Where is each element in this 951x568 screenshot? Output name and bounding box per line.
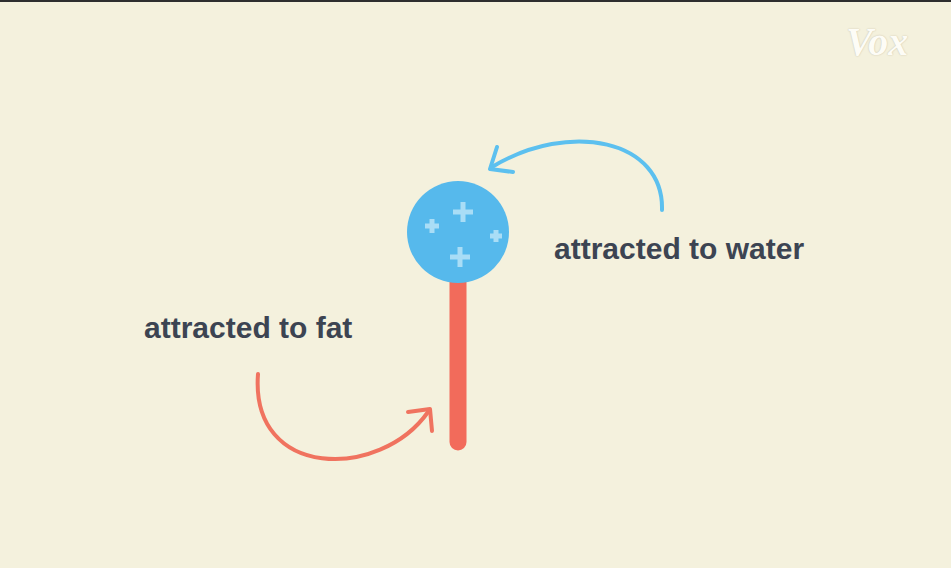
fat-tail	[450, 280, 467, 442]
fat-arrow	[258, 374, 432, 459]
plus-signs	[425, 202, 502, 267]
water-head	[407, 181, 509, 283]
water-arrow	[490, 141, 662, 210]
top-border	[0, 0, 951, 2]
watermark: Vox	[846, 18, 908, 66]
callout-label: attracted to fat	[144, 310, 352, 346]
callout-label: attracted to water	[554, 231, 804, 267]
